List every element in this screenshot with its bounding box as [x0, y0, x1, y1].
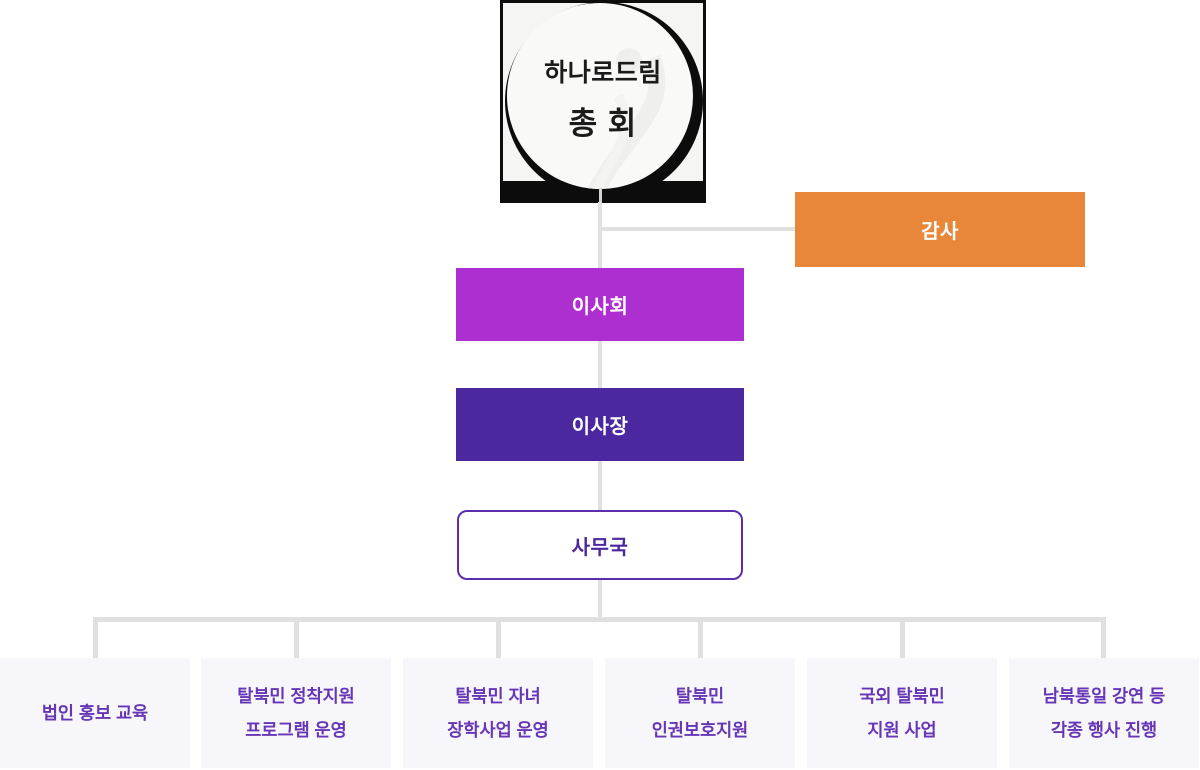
connector-departments-rail [93, 617, 1106, 622]
assembly-node: 하나로드림 총 회 [500, 0, 706, 196]
assembly-title: 총 회 [568, 106, 638, 141]
audit-node: 감사 [795, 192, 1085, 267]
connector-drop-3 [496, 617, 501, 658]
dept-line: 탈북민 자녀 [455, 685, 541, 706]
dept-line: 인권보호지원 [651, 720, 749, 740]
dept-line: 법인 홍보 교육 [41, 702, 149, 723]
dept-line: 지원 사업 [867, 720, 937, 740]
connector-drop-6 [1101, 617, 1106, 658]
board-node: 이사회 [456, 268, 744, 341]
board-label: 이사회 [571, 296, 629, 318]
dept-line: 장학사업 운영 [447, 720, 549, 740]
assembly-circle-graphic [500, 0, 706, 203]
dept-line: 프로그램 운영 [245, 720, 347, 740]
chairman-label: 이사장 [571, 416, 629, 438]
connector-drop-2 [294, 617, 299, 658]
chairman-node: 이사장 [456, 388, 744, 461]
audit-label: 감사 [921, 221, 959, 243]
dept-pr-education: 법인 홍보 교육 [0, 658, 190, 768]
connector-drop-5 [900, 617, 905, 658]
dept-scholarship: 탈북민 자녀 장학사업 운영 [403, 658, 593, 768]
connector-office-trunk [598, 579, 602, 619]
dept-line: 각종 행사 진행 [1050, 720, 1158, 740]
dept-line: 국외 탈북민 [859, 685, 945, 706]
dept-line: 남북통일 강연 등 [1042, 685, 1166, 706]
connector-assembly-board [598, 202, 602, 268]
dept-settlement-support: 탈북민 정착지원 프로그램 운영 [201, 658, 391, 768]
connector-audit-branch [600, 227, 795, 231]
office-node: 사무국 [457, 510, 743, 580]
connector-drop-4 [698, 617, 703, 658]
connector-drop-1 [93, 617, 98, 658]
connector-chairman-office [598, 460, 602, 511]
dept-human-rights: 탈북민 인권보호지원 [605, 658, 795, 768]
connector-board-chairman [598, 340, 602, 388]
office-label: 사무국 [571, 536, 629, 559]
dept-unification-events: 남북통일 강연 등 각종 행사 진행 [1009, 658, 1199, 768]
dept-overseas-support: 국외 탈북민 지원 사업 [807, 658, 997, 768]
dept-line: 탈북민 [675, 685, 725, 706]
mother-child-watermark-icon [584, 48, 666, 189]
assembly-org-name: 하나로드림 [544, 59, 662, 87]
dept-line: 탈북민 정착지원 [237, 685, 355, 706]
